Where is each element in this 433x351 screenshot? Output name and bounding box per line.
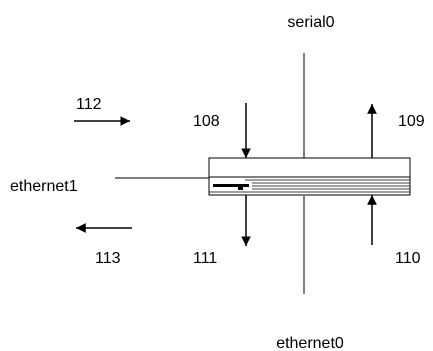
label-113: 113 <box>95 250 121 267</box>
label-108: 108 <box>193 113 220 130</box>
label-111: 111 <box>193 250 217 267</box>
label-109: 109 <box>398 113 425 130</box>
router-device <box>208 157 411 196</box>
router-indicator <box>213 184 249 187</box>
label-112: 112 <box>76 96 102 113</box>
label-serial0: serial0 <box>287 14 334 31</box>
label-ethernet0: ethernet0 <box>276 335 344 351</box>
label-110: 110 <box>395 250 421 267</box>
label-ethernet1: ethernet1 <box>10 178 78 195</box>
